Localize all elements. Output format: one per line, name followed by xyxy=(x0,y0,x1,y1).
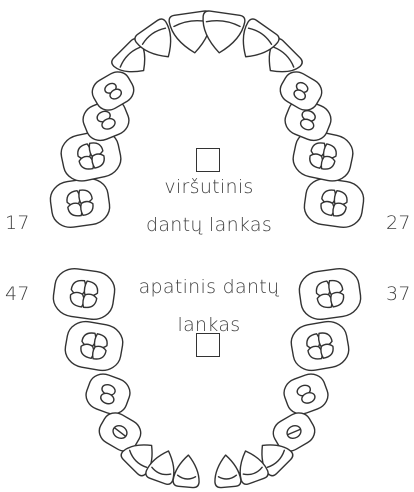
tooth-37[interactable] xyxy=(297,266,363,322)
tooth-23[interactable] xyxy=(258,37,305,84)
tooth-24[interactable] xyxy=(276,67,327,115)
lower-arch-label-line1: apatinis dantų xyxy=(138,276,280,298)
quadrant-number-27: 27 xyxy=(386,212,411,234)
tooth-21[interactable] xyxy=(198,10,246,55)
tooth-31[interactable] xyxy=(213,454,242,489)
tooth-16[interactable] xyxy=(58,127,124,184)
tooth-41[interactable] xyxy=(172,454,202,489)
upper-arch-label-line1: viršutinis xyxy=(164,176,254,198)
tooth-47[interactable] xyxy=(51,266,117,322)
tooth-14[interactable] xyxy=(88,67,139,115)
tooth-44[interactable] xyxy=(95,408,146,456)
tooth-46[interactable] xyxy=(62,318,125,373)
lower-arch-checkbox[interactable] xyxy=(196,333,220,357)
tooth-15[interactable] xyxy=(79,95,133,145)
tooth-36[interactable] xyxy=(288,318,351,373)
tooth-43[interactable] xyxy=(119,434,163,478)
tooth-35[interactable] xyxy=(280,370,332,418)
tooth-42[interactable] xyxy=(144,446,181,486)
tooth-27[interactable] xyxy=(302,176,366,230)
quadrant-number-47: 47 xyxy=(5,283,30,305)
tooth-12[interactable] xyxy=(133,17,183,67)
upper-arch-label-line2: dantų lankas xyxy=(145,214,273,236)
tooth-22[interactable] xyxy=(231,17,281,67)
tooth-34[interactable] xyxy=(269,408,320,456)
tooth-45[interactable] xyxy=(82,370,134,418)
tooth-26[interactable] xyxy=(290,127,356,184)
quadrant-number-17: 17 xyxy=(5,212,30,234)
upper-arch-checkbox[interactable] xyxy=(196,148,220,172)
tooth-17[interactable] xyxy=(48,176,112,230)
quadrant-number-37: 37 xyxy=(386,283,411,305)
lower-arch-label-line2: lankas xyxy=(177,314,241,336)
